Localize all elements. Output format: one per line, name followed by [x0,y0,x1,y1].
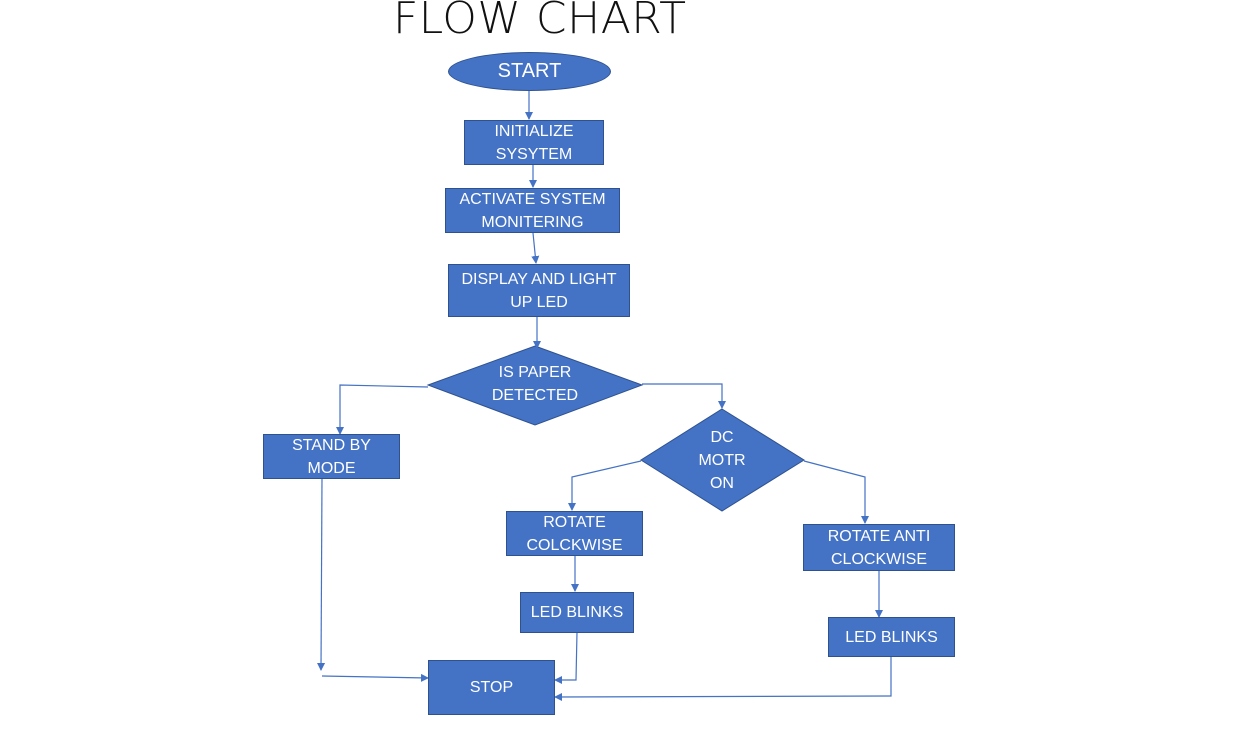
connector-led-right-to-stop [554,656,892,701]
led-blinks-left-node: LED BLINKS [520,592,634,633]
paper-detected-decision-shape [426,345,644,426]
standby-mode-node: STAND BY MODE [263,434,400,479]
rotate-clockwise-node: ROTATE COLCKWISE [506,511,643,556]
display-led-node: DISPLAY AND LIGHT UP LED [448,264,630,317]
connector-motor-decision-to-rotate-acw [803,460,869,524]
connector-paper-decision-to-standby [336,384,429,435]
page-title: FLOW CHART [393,0,687,44]
connector-motor-decision-to-rotate-cw [568,460,642,511]
dc-motor-decision-label: DC MOTR ON [698,428,746,492]
connector-paper-decision-to-motor-decision [642,383,726,409]
initialize-system-node: INITIALIZE SYSYTEM [464,120,604,165]
led-blinks-right-node: LED BLINKS [828,617,955,657]
rotate-anticlockwise-node: ROTATE ANTI CLOCKWISE [803,524,955,571]
connector-standby-to-stop-arrow [321,673,429,682]
start-node: START [448,52,611,91]
connector-led-left-to-stop [554,631,578,684]
connector-activate-to-display [531,232,540,264]
dc-motor-decision-shape [640,408,805,512]
connector-standby-to-stop [317,477,326,671]
paper-detected-decision-label: IS PAPER DETECTED [491,364,579,404]
stop-node: STOP [428,660,555,715]
activate-monitoring-node: ACTIVATE SYSTEM MONITERING [445,188,620,233]
